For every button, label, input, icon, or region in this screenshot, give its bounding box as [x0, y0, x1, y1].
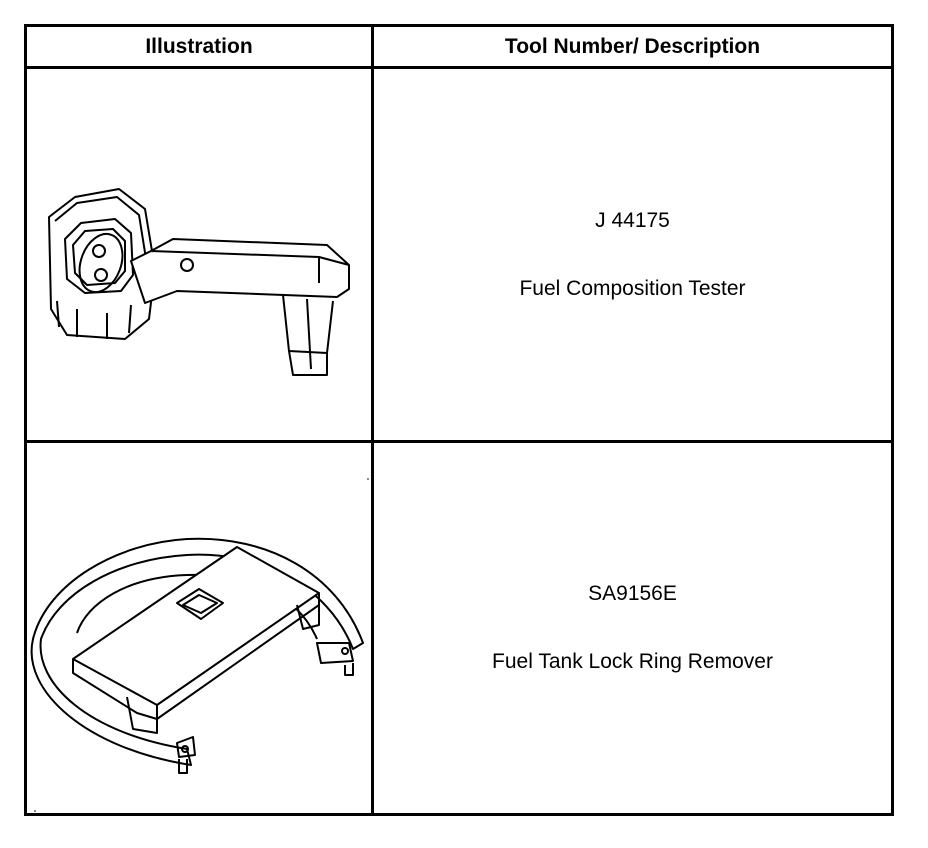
- header-tool-description: Tool Number/ Description: [504, 34, 761, 58]
- lock-ring-remover-icon: [30, 478, 369, 812]
- table-row-1-description: J 44175 Fuel Composition Tester: [374, 69, 891, 440]
- header-illustration: Illustration: [145, 34, 253, 58]
- tool-table: Illustration Tool Number/ Description: [24, 24, 894, 816]
- table-row-2-description: SA9156E Fuel Tank Lock Ring Remover: [374, 443, 891, 813]
- fuel-composition-tester-icon: [48, 188, 350, 376]
- tool-number: SA9156E: [588, 582, 677, 605]
- tool-number: J 44175: [595, 208, 670, 232]
- header-divider: [27, 66, 891, 69]
- column-divider: [371, 27, 374, 813]
- table-row-2-illustration: [27, 443, 371, 813]
- table-row-1-illustration: [27, 69, 371, 440]
- tool-description: Fuel Tank Lock Ring Remover: [492, 650, 773, 673]
- tool-description: Fuel Composition Tester: [519, 276, 746, 300]
- row-divider: [27, 440, 891, 443]
